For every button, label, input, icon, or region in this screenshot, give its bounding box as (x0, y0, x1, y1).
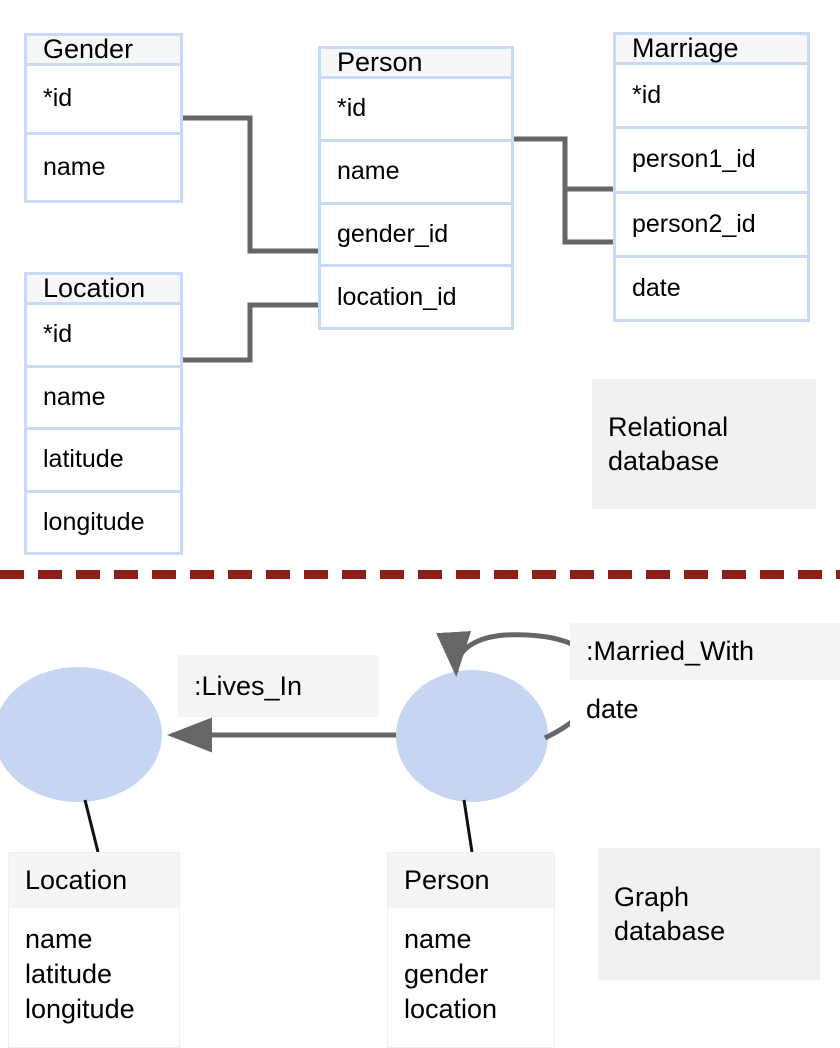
table-marriage-column-person1-id: person1_id (616, 129, 807, 194)
link-gender-to-person (183, 115, 320, 254)
table-gender[interactable]: Gender *id name (24, 33, 183, 203)
link-person-to-marriage-person1 (513, 136, 616, 192)
table-marriage-title: Marriage (616, 35, 807, 65)
table-gender-column-id: *id (27, 66, 180, 135)
leader-line-location (83, 799, 100, 853)
edge-label-lives-in: :Lives_In (178, 655, 379, 717)
table-location[interactable]: Location *id name latitude longitude (24, 272, 183, 555)
table-marriage-column-id: *id (616, 65, 807, 130)
relationship-married-with-property-date: date (570, 680, 840, 739)
table-location-column-id: *id (27, 305, 180, 368)
section-divider (0, 570, 840, 579)
table-person-column-gender-id: gender_id (321, 204, 511, 268)
link-person-to-marriage-person2 (562, 189, 616, 245)
table-person-column-name: name (321, 141, 511, 205)
relationship-married-with-label: :Married_With (570, 623, 840, 680)
graph-node-location-properties[interactable]: Location name latitude longitude (8, 852, 180, 1048)
table-person-title: Person (321, 49, 511, 79)
graph-node-location-label: Location (9, 853, 179, 908)
graph-node-person-circle[interactable] (396, 670, 548, 802)
relationship-box-married-with[interactable]: :Married_With date (570, 623, 840, 755)
table-location-column-longitude: longitude (27, 492, 180, 552)
leader-line-person (462, 799, 474, 853)
graph-node-person-property-list: name gender location (404, 924, 498, 1024)
graph-node-person-properties[interactable]: Person name gender location (387, 852, 555, 1048)
graph-node-location-property-list: name latitude longitude (25, 924, 135, 1024)
table-location-column-name: name (27, 367, 180, 430)
table-marriage-column-person2-id: person2_id (616, 193, 807, 258)
table-location-title: Location (27, 275, 180, 305)
table-person-column-location-id: location_id (321, 267, 511, 327)
table-gender-column-name: name (27, 134, 180, 200)
table-person[interactable]: Person *id name gender_id location_id (318, 46, 514, 330)
link-location-to-person (182, 302, 320, 363)
table-location-column-latitude: latitude (27, 430, 180, 493)
graph-node-person-label: Person (388, 853, 554, 908)
table-gender-title: Gender (27, 36, 180, 66)
table-person-column-id: *id (321, 79, 511, 142)
table-marriage-column-date: date (616, 257, 807, 319)
graph-node-location-circle[interactable] (0, 667, 162, 802)
table-marriage[interactable]: Marriage *id person1_id person2_id date (613, 32, 810, 322)
relational-database-label: Relational database (592, 379, 816, 509)
graph-database-label: Graph database (598, 848, 820, 980)
